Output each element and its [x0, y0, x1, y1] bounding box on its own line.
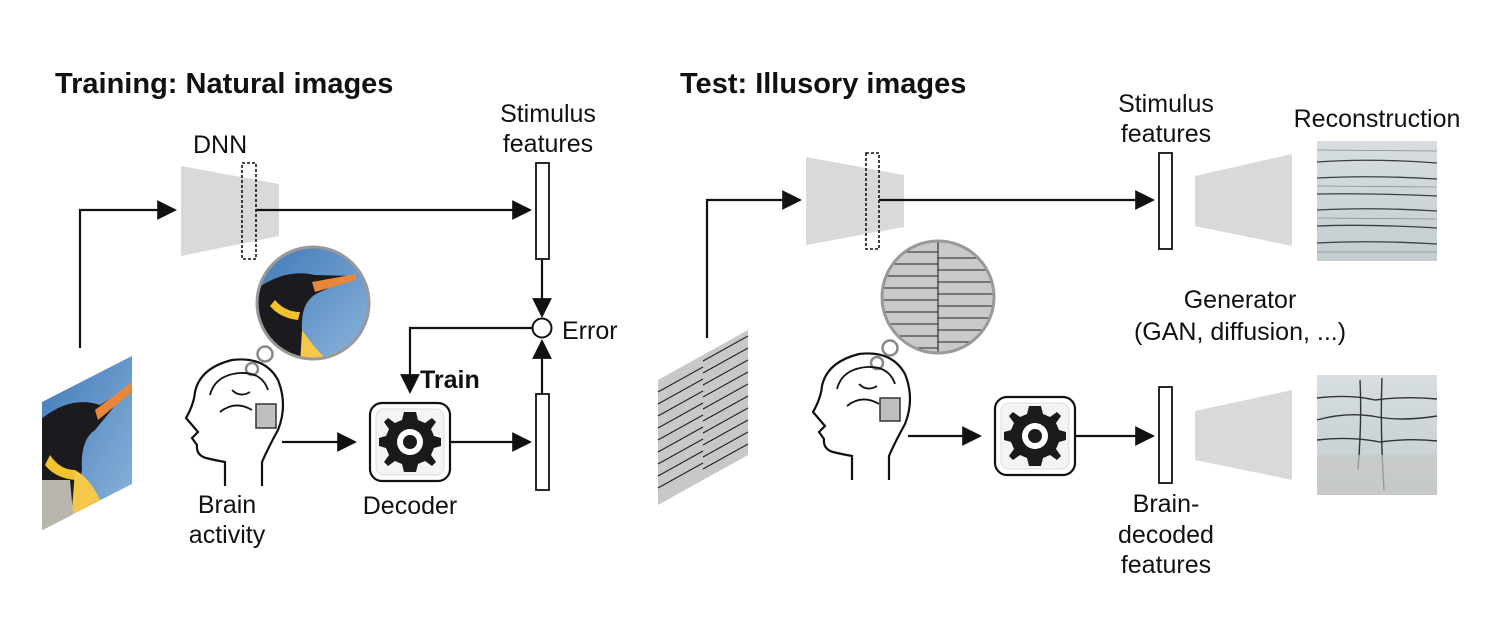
brain-decoded-features-vector	[1158, 386, 1173, 484]
error-node	[531, 317, 553, 339]
decoder-label: Decoder	[363, 492, 458, 520]
penguin-photo	[42, 356, 132, 530]
stimulus-features-label-2: features	[503, 130, 593, 158]
brain-decoded-label-1: Brain-	[1133, 490, 1200, 518]
generator-trapezoid-top	[1195, 154, 1292, 246]
brain-head-icon	[184, 358, 285, 486]
test-title: Test: Illusory images	[680, 68, 966, 100]
dnn-trapezoid	[181, 166, 279, 256]
dnn-label: DNN	[193, 131, 247, 159]
stimulus-features-vector	[535, 162, 550, 260]
brain-decoded-label-2: decoded	[1118, 521, 1214, 549]
thought-bubble-icon	[244, 245, 371, 377]
brain-activity-label-1: Brain	[198, 491, 256, 519]
arrow-image-to-dnn	[78, 200, 177, 348]
generator-label-1: Generator	[1184, 286, 1297, 314]
brain-decoded-label-3: features	[1121, 551, 1211, 579]
illusory-stripes-image	[657, 330, 749, 505]
arrow-illusory-to-dnn	[705, 190, 802, 338]
stimulus-features-vector-test	[1158, 152, 1173, 250]
error-label: Error	[562, 317, 618, 345]
brain-head-icon-test	[811, 352, 912, 480]
stimulus-features-test-label-1: Stimulus	[1118, 90, 1214, 118]
stimulus-features-test-label-2: features	[1121, 120, 1211, 148]
decoder-gear-icon-test	[993, 395, 1077, 477]
training-title: Training: Natural images	[55, 68, 393, 100]
stimulus-features-label-1: Stimulus	[500, 100, 596, 128]
reconstruction-image-top	[1316, 141, 1438, 261]
reconstruction-label: Reconstruction	[1294, 105, 1461, 133]
generator-trapezoid-bottom	[1195, 390, 1292, 480]
arrow-train-feedback	[400, 326, 532, 394]
thought-bubble-icon-test	[869, 239, 996, 371]
generator-label-2: (GAN, diffusion, ...)	[1134, 318, 1346, 346]
decoder-gear-icon	[368, 401, 452, 483]
decoded-features-vector	[535, 393, 550, 491]
reconstruction-image-bottom	[1316, 375, 1438, 495]
train-label: Train	[420, 366, 480, 394]
brain-activity-label-2: activity	[189, 521, 266, 549]
